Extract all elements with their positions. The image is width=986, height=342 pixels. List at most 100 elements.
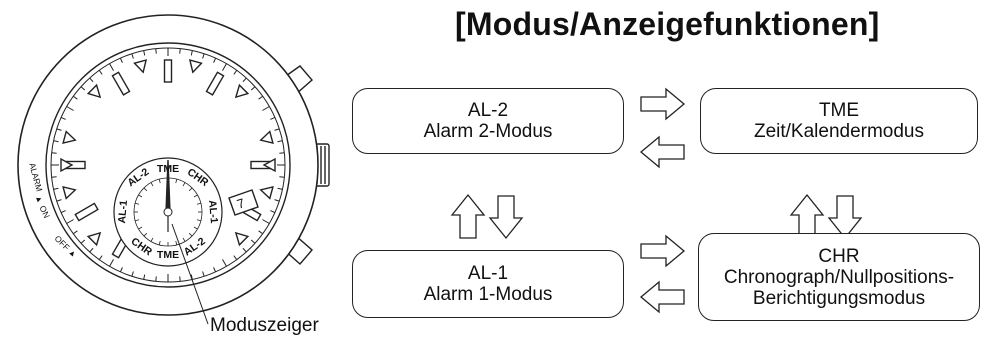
minute-tick <box>222 63 227 71</box>
date-value: 7 <box>235 195 247 212</box>
subdial-tick <box>175 240 178 245</box>
subdial-label-al1-right: AL-1 <box>206 200 220 224</box>
minute-tick <box>56 199 62 202</box>
minute-tick <box>213 267 217 273</box>
triangle-marker <box>262 157 276 173</box>
minute-tick <box>277 187 283 190</box>
minute-tick <box>53 187 59 190</box>
mode-subdial: TME AL-2 CHR AL-1 AL-1 CHR TME AL-2 <box>113 157 223 267</box>
subdial-tick <box>193 226 198 230</box>
hour-marker <box>163 59 173 83</box>
watch-bezel <box>45 42 291 288</box>
triangle-marker <box>234 231 250 247</box>
triangle-marker <box>259 185 274 200</box>
minute-tick <box>89 247 94 253</box>
minute-tick <box>270 210 276 214</box>
date-window: 7 <box>228 189 259 216</box>
subdial-tick <box>150 182 154 187</box>
arrow-tme-to-al2 <box>639 135 685 169</box>
minute-tick <box>222 259 227 267</box>
pointer-leader-line <box>171 223 209 325</box>
triangle-marker <box>133 59 148 74</box>
subdial-tick <box>182 237 186 242</box>
triangle-marker <box>234 83 250 99</box>
minute-tick <box>258 230 263 235</box>
minute-tick <box>179 276 181 282</box>
subdial-tick <box>138 226 143 230</box>
minute-tick <box>56 128 62 131</box>
minute-tick <box>131 53 134 59</box>
hour-marker <box>74 202 99 222</box>
minute-tick <box>98 70 103 75</box>
minute-tick <box>155 276 157 282</box>
mode-pointer-label: Moduszeiger <box>210 315 319 336</box>
minute-tick <box>60 116 66 120</box>
mode-name-chr-line2: Berichtigungsmodus <box>752 287 926 309</box>
bezel-off-marker: ▲ <box>67 247 79 259</box>
triangle-marker <box>259 130 274 145</box>
arrow-chr-to-tme <box>789 193 825 239</box>
mode-pointer <box>163 159 173 232</box>
minute-tick <box>66 219 74 224</box>
mode-name-chr-line1: Chronograph/Nullpositions- <box>723 266 955 288</box>
minute-tick <box>277 140 283 143</box>
subdial-tick <box>143 187 148 192</box>
subdial-tick <box>135 219 140 222</box>
mode-box-al1: AL-1 Alarm 1-Modus <box>352 250 624 318</box>
mode-box-tme: TME Zeit/Kalendermodus <box>700 88 978 154</box>
subdial-tick <box>188 232 193 237</box>
subdial-tick <box>196 202 201 205</box>
minute-tick <box>51 176 57 178</box>
subdial-tick <box>196 219 201 222</box>
minute-tick <box>109 259 114 267</box>
mode-code-chr: CHR <box>818 245 860 267</box>
triangle-marker <box>60 157 74 173</box>
mode-name-tme: Zeit/Kalendermodus <box>753 121 925 142</box>
subdial-label-tme-bottom: TME <box>157 249 179 261</box>
mode-box-al2: AL-2 Alarm 2-Modus <box>352 88 624 154</box>
minute-tick <box>131 271 134 277</box>
triangle-marker <box>62 185 77 200</box>
minute-tick <box>60 210 66 214</box>
triangle-markers <box>60 59 276 247</box>
watch-illustration: 7 TME AL-2 CHR AL-1 AL-1 CHR TME AL-2 <box>17 14 330 316</box>
minute-tick <box>98 255 103 260</box>
subdial-tick <box>158 240 161 245</box>
subdial-tick <box>143 232 148 237</box>
subdial-tick <box>182 182 186 187</box>
minute-tick <box>119 57 123 63</box>
arrow-al1-to-chr <box>640 234 686 268</box>
triangle-marker <box>86 231 102 247</box>
minute-tick <box>233 255 238 260</box>
hour-marker <box>111 71 131 96</box>
minute-tick <box>53 140 59 143</box>
minute-tick <box>242 247 247 253</box>
subdial-tick <box>175 179 178 184</box>
minute-tick <box>80 86 86 91</box>
triangle-marker <box>86 83 102 99</box>
minute-tick <box>51 152 57 154</box>
mode-name-al2: Alarm 2-Modus <box>423 121 553 142</box>
bezel-label-on: ON <box>37 204 51 220</box>
minute-tick <box>202 271 205 277</box>
minute-tick <box>109 63 114 71</box>
minute-tick <box>274 128 280 131</box>
minute-tick <box>262 106 270 111</box>
subdial-label-tme-top: TME <box>157 163 179 175</box>
minute-tick <box>250 86 256 91</box>
subdial-tick <box>193 194 198 198</box>
minute-tick <box>258 95 263 100</box>
hour-marker <box>205 71 225 96</box>
minute-tick <box>202 53 205 59</box>
arrow-chr-to-al1 <box>639 280 685 314</box>
minute-tick <box>143 274 146 280</box>
mode-box-chr: CHR Chronograph/Nullpositions- Berichtig… <box>698 233 980 321</box>
mode-name-al1: Alarm 1-Modus <box>423 284 553 305</box>
minute-tick <box>66 106 74 111</box>
minute-tick <box>242 77 247 83</box>
page-title: [Modus/Anzeigefunktionen] <box>455 6 880 42</box>
minute-tick <box>250 239 256 244</box>
mode-code-al2: AL-2 <box>467 100 509 121</box>
triangle-marker <box>188 59 203 74</box>
